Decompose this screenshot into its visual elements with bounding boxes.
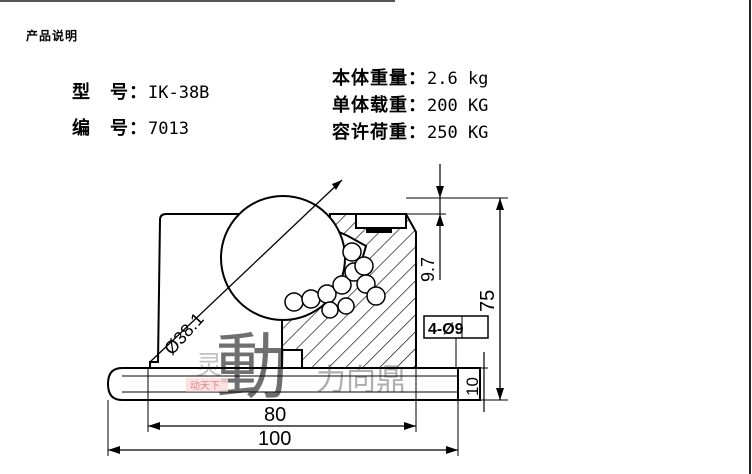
dim-97-arrow-top — [436, 186, 444, 198]
dim-80-arrow-right — [404, 422, 416, 430]
watermark-small: 力向鼎 — [316, 363, 406, 398]
dim-75-arrow-top — [496, 198, 504, 210]
dim-100-arrow-right — [446, 446, 458, 454]
spec-load: 单体载重：200 KG — [332, 91, 488, 117]
spec-allowable-value: 250 KG — [427, 123, 489, 143]
seal-bar — [366, 228, 392, 233]
spec-model: 型 号：IK-38B — [72, 78, 209, 104]
spec-model-label: 型 号： — [72, 82, 148, 103]
spec-allowable: 容许荷重：250 KG — [332, 118, 488, 144]
dim-75-arrow-bottom — [496, 388, 504, 400]
section-title: 产品说明 — [26, 29, 79, 43]
dim-top-label: 9.7 — [418, 257, 438, 282]
spec-weight: 本体重量：2.6 kg — [332, 64, 488, 90]
dim-inner-width-label: 80 — [264, 404, 286, 426]
dim-height-label: 75 — [477, 290, 499, 312]
top-rule — [0, 0, 395, 2]
watermark-main: 動 — [216, 325, 288, 409]
spec-weight-label: 本体重量： — [332, 68, 427, 89]
spec-weight-value: 2.6 kg — [427, 69, 489, 89]
watermark-stamp: 动天下 — [190, 380, 220, 392]
spec-load-value: 200 KG — [427, 96, 489, 116]
spec-load-label: 单体载重： — [332, 95, 427, 116]
spec-code-label: 编 号： — [72, 118, 148, 139]
bearing-balls — [284, 242, 386, 319]
watermark-stamp-bg — [186, 378, 228, 392]
spec-allowable-label: 容许荷重： — [332, 122, 427, 143]
dim-100-arrow-left — [108, 446, 120, 454]
watermark-left: 灵 — [196, 351, 222, 381]
dim-flange-label: 10 — [463, 377, 482, 396]
dim-80-arrow-left — [148, 422, 160, 430]
right-border — [749, 0, 751, 474]
dim-outer-width-label: 100 — [258, 428, 291, 450]
spec-code-value: 7013 — [148, 119, 189, 139]
flange-right-cap — [457, 367, 481, 401]
watermark: 動 力向鼎 灵 动天下 — [186, 325, 406, 409]
dim-97-arrow-bottom — [436, 214, 444, 226]
cap-plate — [355, 213, 407, 229]
spec-code: 编 号：7013 — [72, 114, 189, 140]
holes-label: 4-Ø9 — [428, 321, 464, 338]
ball-dim-arrow — [332, 180, 342, 190]
ball-dim-line — [149, 179, 343, 363]
spec-model-value: IK-38B — [148, 83, 210, 103]
